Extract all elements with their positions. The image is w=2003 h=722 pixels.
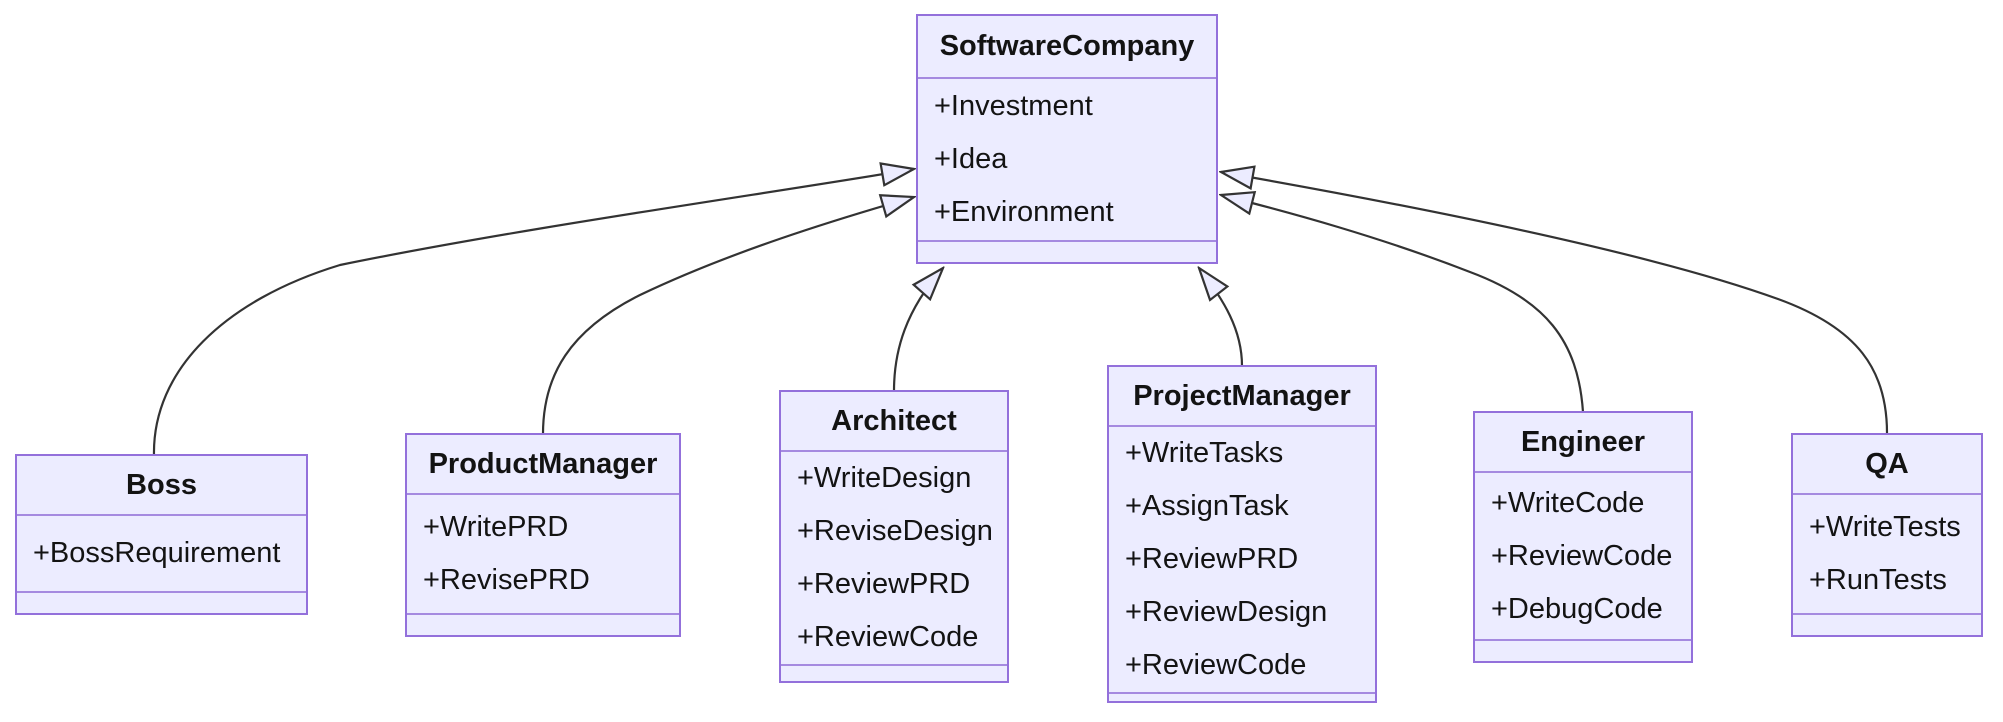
class-attribute: +Idea <box>934 143 1008 175</box>
class-title: SoftwareCompany <box>918 16 1216 79</box>
class-attributes-section: +WriteCode +ReviewCode +DebugCode <box>1475 473 1691 639</box>
class-methods-section <box>1109 692 1375 714</box>
class-box-boss: Boss +BossRequirement <box>15 454 308 615</box>
class-attributes-section: +WriteTests +RunTests <box>1793 495 1981 613</box>
class-methods-section <box>1793 613 1981 635</box>
class-attribute: +WritePRD <box>423 511 569 543</box>
class-attribute: +ReviewCode <box>1491 539 1673 572</box>
class-methods-section <box>407 613 679 635</box>
class-attribute: +Investment <box>934 90 1093 122</box>
class-attribute: +ReviewDesign <box>1125 596 1328 628</box>
class-attribute: +ReviewPRD <box>797 568 971 600</box>
class-box-engineer: Engineer +WriteCode +ReviewCode +DebugCo… <box>1473 411 1693 663</box>
class-attributes-section: +BossRequirement <box>17 516 306 591</box>
class-methods-section <box>1475 639 1691 661</box>
class-box-qa: QA +WriteTests +RunTests <box>1791 433 1983 637</box>
class-attribute: +WriteCode <box>1491 486 1645 519</box>
class-title: Architect <box>781 392 1007 452</box>
class-title: QA <box>1793 435 1981 495</box>
class-title: Boss <box>17 456 306 516</box>
class-box-projectmanager: ProjectManager +WriteTasks +AssignTask +… <box>1107 365 1377 703</box>
class-attributes-section: +WriteTasks +AssignTask +ReviewPRD +Revi… <box>1109 427 1375 692</box>
class-methods-section <box>918 240 1216 262</box>
edge-projectmanager-to-softwarecompany <box>1199 268 1244 367</box>
class-attribute: +RunTests <box>1809 564 1947 596</box>
class-attribute: +AssignTask <box>1125 490 1289 522</box>
class-attribute: +ReviewPRD <box>1125 543 1299 575</box>
class-attributes-section: +WriteDesign +ReviseDesign +ReviewPRD +R… <box>781 452 1007 664</box>
edge-architect-to-softwarecompany <box>892 268 943 392</box>
class-attribute: +DebugCode <box>1491 592 1663 625</box>
class-title: Engineer <box>1475 413 1691 473</box>
class-attribute: +BossRequirement <box>33 537 281 569</box>
class-box-softwarecompany: SoftwareCompany +Investment +Idea +Envir… <box>916 14 1218 264</box>
class-attributes-section: +Investment +Idea +Environment <box>918 79 1216 240</box>
class-attribute: +WriteDesign <box>797 462 972 494</box>
class-attribute: +ReviewCode <box>797 621 979 653</box>
class-methods-section <box>17 591 306 613</box>
class-title: ProductManager <box>407 435 679 495</box>
class-attribute: +Environment <box>934 196 1114 228</box>
class-attribute: +ReviseDesign <box>797 515 993 547</box>
class-attribute: +ReviewCode <box>1125 649 1307 681</box>
class-attribute: +WriteTests <box>1809 511 1961 543</box>
class-methods-section <box>781 664 1007 686</box>
class-title: ProjectManager <box>1109 367 1375 427</box>
class-attribute: +WriteTasks <box>1125 437 1284 469</box>
class-attribute: +RevisePRD <box>423 564 590 596</box>
class-attributes-section: +WritePRD +RevisePRD <box>407 495 679 613</box>
class-box-architect: Architect +WriteDesign +ReviseDesign +Re… <box>779 390 1009 683</box>
class-box-productmanager: ProductManager +WritePRD +RevisePRD <box>405 433 681 637</box>
